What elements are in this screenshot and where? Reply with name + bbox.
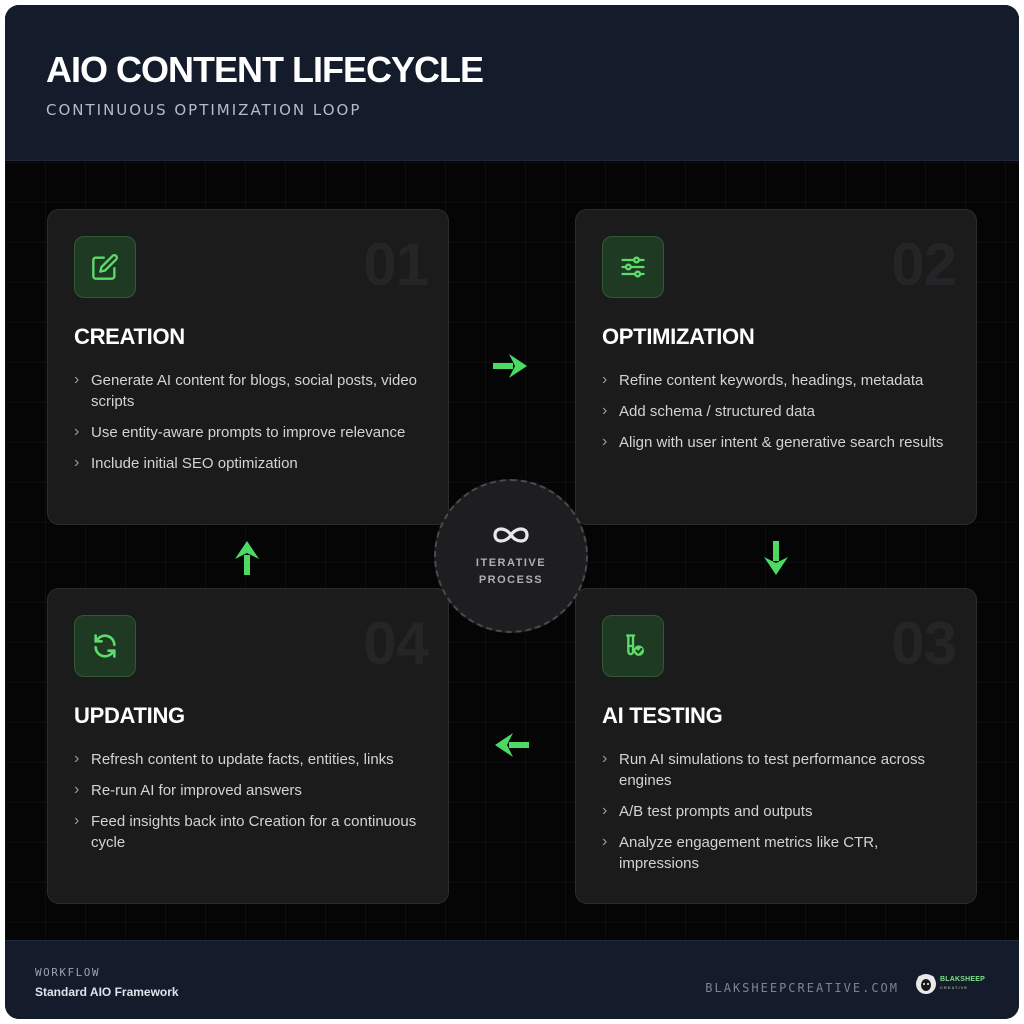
step-number: 03	[891, 610, 957, 677]
sheep-logo-icon	[916, 974, 936, 994]
list-item: Feed insights back into Creation for a c…	[74, 810, 430, 853]
logo-text: BLAKSHEEP CREATIVE	[940, 976, 985, 992]
list-item: Refresh content to update facts, entitie…	[74, 748, 430, 770]
center-label-line2: PROCESS	[478, 574, 544, 586]
card-ai-testing: 03 AI TESTING Run AI simulations to test…	[575, 588, 977, 904]
arrow-down-icon	[764, 541, 788, 575]
center-label-line1: ITERATIVE	[475, 557, 547, 569]
arrow-up-icon	[235, 541, 259, 575]
list-item: Generate AI content for blogs, social po…	[74, 369, 430, 412]
list-item: Refine content keywords, headings, metad…	[602, 369, 958, 391]
logo-line2: CREATIVE	[940, 985, 968, 990]
list-item: Add schema / structured data	[602, 400, 958, 422]
step-number: 02	[891, 231, 957, 298]
card-title: CREATION	[74, 324, 185, 349]
list-item: Re-run AI for improved answers	[74, 779, 430, 801]
workflow-label: WORKFLOW	[35, 966, 100, 979]
infinity-icon	[493, 527, 529, 543]
edit-icon	[74, 236, 136, 298]
refresh-icon	[74, 615, 136, 677]
card-list: Refine content keywords, headings, metad…	[602, 369, 958, 463]
card-optimization: 02 OPTIMIZATION Refine content keywords,…	[575, 209, 977, 525]
logo-line1: BLAKSHEEP	[940, 976, 985, 983]
infographic-frame: AIO CONTENT LIFECYCLE CONTINUOUS OPTIMIZ…	[5, 5, 1019, 1019]
list-item: Align with user intent & generative sear…	[602, 431, 958, 453]
list-item: Analyze engagement metrics like CTR, imp…	[602, 831, 958, 874]
brand-logo: BLAKSHEEP CREATIVE	[915, 969, 989, 999]
card-title: AI TESTING	[602, 703, 723, 728]
card-updating: 04 UPDATING Refresh content to update fa…	[47, 588, 449, 904]
sliders-icon	[602, 236, 664, 298]
step-number: 01	[363, 231, 429, 298]
website-link[interactable]: BLAKSHEEPCREATIVE.COM	[705, 981, 899, 995]
list-item: Run AI simulations to test performance a…	[602, 748, 958, 791]
arrow-right-icon	[493, 354, 527, 378]
center-badge: ITERATIVE PROCESS	[434, 479, 588, 633]
header: AIO CONTENT LIFECYCLE CONTINUOUS OPTIMIZ…	[5, 5, 1019, 161]
card-list: Generate AI content for blogs, social po…	[74, 369, 430, 484]
center-label: ITERATIVE PROCESS	[461, 555, 561, 589]
page-title: AIO CONTENT LIFECYCLE	[46, 49, 484, 90]
card-creation: 01 CREATION Generate AI content for blog…	[47, 209, 449, 525]
step-number: 04	[363, 610, 429, 677]
arrow-left-icon	[495, 733, 529, 757]
page-subtitle: CONTINUOUS OPTIMIZATION LOOP	[46, 101, 362, 119]
list-item: A/B test prompts and outputs	[602, 800, 958, 822]
card-list: Run AI simulations to test performance a…	[602, 748, 958, 884]
card-list: Refresh content to update facts, entitie…	[74, 748, 430, 863]
test-tube-check-icon	[602, 615, 664, 677]
list-item: Include initial SEO optimization	[74, 452, 430, 474]
footer: WORKFLOW Standard AIO Framework BLAKSHEE…	[5, 940, 1019, 1019]
card-title: OPTIMIZATION	[602, 324, 755, 349]
diagram-area: 01 CREATION Generate AI content for blog…	[5, 162, 1019, 940]
card-title: UPDATING	[74, 703, 185, 728]
list-item: Use entity-aware prompts to improve rele…	[74, 421, 430, 443]
workflow-name: Standard AIO Framework	[35, 985, 179, 999]
